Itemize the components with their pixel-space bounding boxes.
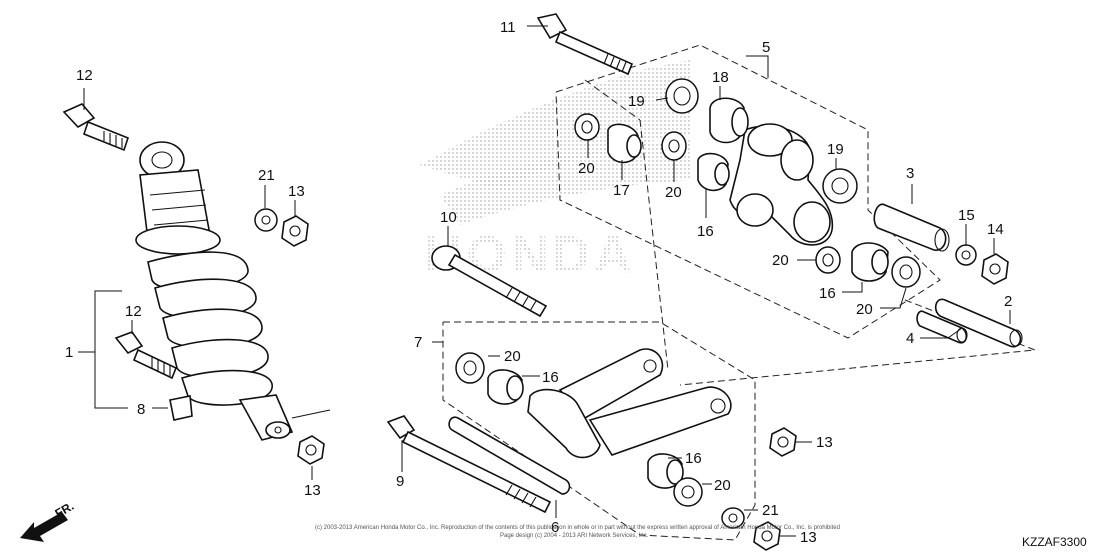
bolt-12-lower [114, 331, 178, 380]
copyright-line-1: (c) 2003-2013 American Honda Motor Co., … [315, 525, 840, 531]
copyright-line-2: Page design (c) 2004 - 2013 ARI Network … [500, 533, 649, 539]
callout-19-upper: 19 [628, 93, 645, 110]
link-guide-line [639, 119, 669, 371]
callout-20-d: 20 [856, 301, 873, 318]
callout-16-right: 16 [819, 285, 836, 302]
washer-21-lower [721, 507, 745, 529]
callout-12-lower: 12 [125, 303, 142, 320]
callout-13-upper: 13 [288, 183, 305, 200]
connecting-rod [527, 348, 732, 459]
callout-19-right: 19 [827, 141, 844, 158]
washer-21-upper [254, 208, 278, 232]
seal-20-b [661, 131, 687, 161]
cushion-arm-body [729, 123, 834, 246]
seal-20-d [891, 256, 921, 288]
collar-3 [873, 203, 947, 251]
seal-20-e [455, 352, 485, 384]
callout-6: 6 [551, 519, 559, 536]
pin-4 [916, 310, 968, 344]
callout-8: 8 [137, 401, 145, 418]
honda-wing-watermark: HONDA [420, 60, 690, 284]
callout-3: 3 [906, 165, 914, 182]
clip-8 [169, 395, 193, 421]
swingarm-link-outline-5 [555, 44, 941, 339]
bolt-11 [536, 13, 634, 76]
collar-3-end [934, 228, 950, 252]
callout-4: 4 [906, 330, 914, 347]
seal-20-c [815, 246, 841, 274]
bearing-16-right [851, 242, 889, 282]
callout-16-rod-right: 16 [685, 450, 702, 467]
reference-code: KZZAF3300 [1022, 535, 1087, 549]
nut-13-rod [769, 427, 797, 457]
nut-13-lower [753, 521, 781, 551]
callout-20-f: 20 [714, 477, 731, 494]
seal-19-upper [665, 78, 699, 114]
callout-21-upper: 21 [258, 167, 275, 184]
nut-13-upper [281, 215, 309, 247]
callout-20-c: 20 [772, 252, 789, 269]
callout-20-b: 20 [665, 184, 682, 201]
callout-1: 1 [65, 344, 73, 361]
callout-14: 14 [987, 221, 1004, 238]
bolt-guide-line [584, 79, 641, 121]
callout-13-lower: 13 [800, 529, 817, 546]
nut-13-shock-lower [297, 435, 325, 465]
callout-9: 9 [396, 473, 404, 490]
bearing-16-upper [697, 152, 730, 192]
bolt-10 [431, 245, 548, 318]
callout-20-e: 20 [504, 348, 521, 365]
bearing-16-rod-left [487, 369, 524, 405]
callout-13-rod: 13 [816, 434, 833, 451]
callout-18: 18 [712, 69, 729, 86]
collar-6 [448, 416, 571, 495]
seal-19-right [822, 168, 858, 204]
leader-lines [78, 25, 1011, 537]
pin-2-end [1009, 329, 1023, 347]
callout-12-upper: 12 [76, 67, 93, 84]
callout-7: 7 [414, 334, 422, 351]
callout-16-upper: 16 [697, 223, 714, 240]
callout-15: 15 [958, 207, 975, 224]
callout-16-rod-left: 16 [542, 369, 559, 386]
front-direction-arrow: FR. [20, 499, 76, 542]
bearing-18 [709, 97, 749, 144]
nut-14 [981, 253, 1009, 285]
connecting-rod-outline-7 [442, 321, 756, 541]
callout-11: 11 [500, 19, 516, 36]
callout-2: 2 [1004, 293, 1012, 310]
rear-shock-absorber [135, 141, 294, 441]
bearing-17 [607, 123, 642, 164]
callout-20-a: 20 [578, 160, 595, 177]
callout-10: 10 [440, 209, 457, 226]
seal-20-a [574, 113, 600, 141]
washer-15 [955, 244, 977, 266]
callout-13-shock: 13 [304, 482, 321, 499]
callout-17: 17 [613, 182, 630, 199]
shock-leader [291, 409, 331, 419]
bolt-9 [386, 415, 552, 514]
pin-2 [934, 298, 1022, 348]
seal-20-f [673, 477, 703, 507]
bolt-12-upper [62, 103, 129, 152]
callout-21-lower: 21 [762, 502, 779, 519]
callout-5: 5 [762, 39, 770, 56]
